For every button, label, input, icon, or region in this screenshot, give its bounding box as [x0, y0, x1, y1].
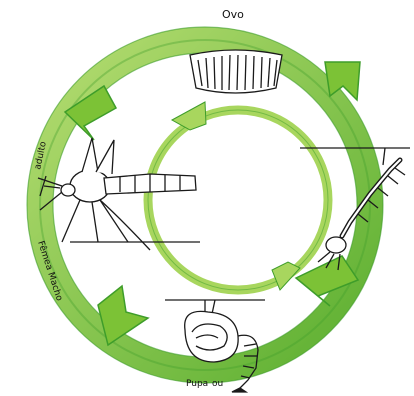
inner-ring [148, 110, 328, 290]
label-ovo: Ovo [222, 8, 244, 21]
label-pupa-suffix: ou [212, 379, 223, 389]
adult-mosquito-illustration [38, 138, 200, 250]
label-pupa: Pupa [186, 379, 208, 389]
inner-arrow-top [172, 102, 206, 130]
egg-raft-illustration [190, 50, 282, 93]
